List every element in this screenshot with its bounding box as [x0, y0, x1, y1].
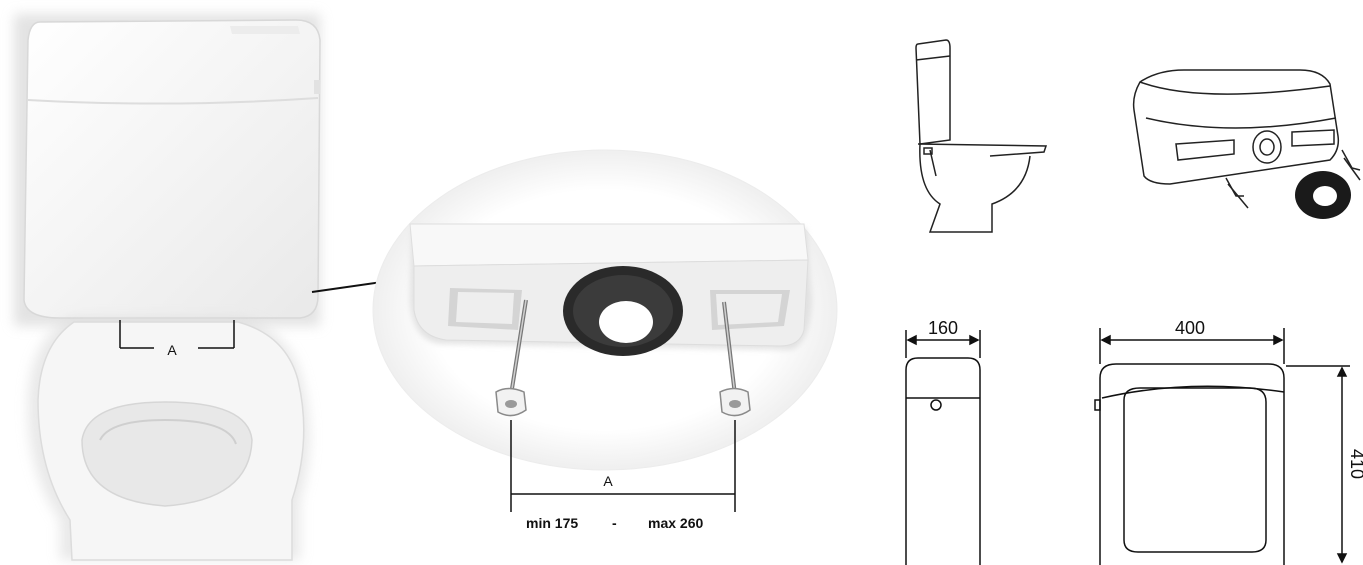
side-width-label: 160: [928, 318, 958, 338]
cistern-side-view-icon: [905, 330, 981, 565]
cistern-front-view-icon: [1094, 328, 1350, 565]
range-max-label: max 260: [648, 515, 703, 531]
a-small-label: A: [167, 342, 177, 358]
fixing-bolt-right-icon: [719, 301, 751, 417]
toilet-side-sketch-icon: [915, 39, 1048, 233]
loose-gasket-sketch-icon: [1295, 171, 1351, 219]
range-dash-label: -: [612, 515, 617, 531]
a-dimension-large: [510, 420, 736, 512]
cistern-photo-icon: [14, 14, 321, 326]
rubber-gasket-icon: [563, 266, 683, 356]
fixing-bolt-left-icon: [495, 299, 528, 417]
a-dimension-small: [119, 320, 235, 349]
front-width-label: 400: [1175, 318, 1205, 338]
a-large-label: A: [603, 473, 613, 489]
front-height-label: 410: [1347, 449, 1363, 479]
range-min-label: min 175: [526, 515, 578, 531]
cistern-perspective-sketch-icon: [1132, 69, 1361, 209]
toilet-bowl-photo-icon: [27, 318, 310, 561]
